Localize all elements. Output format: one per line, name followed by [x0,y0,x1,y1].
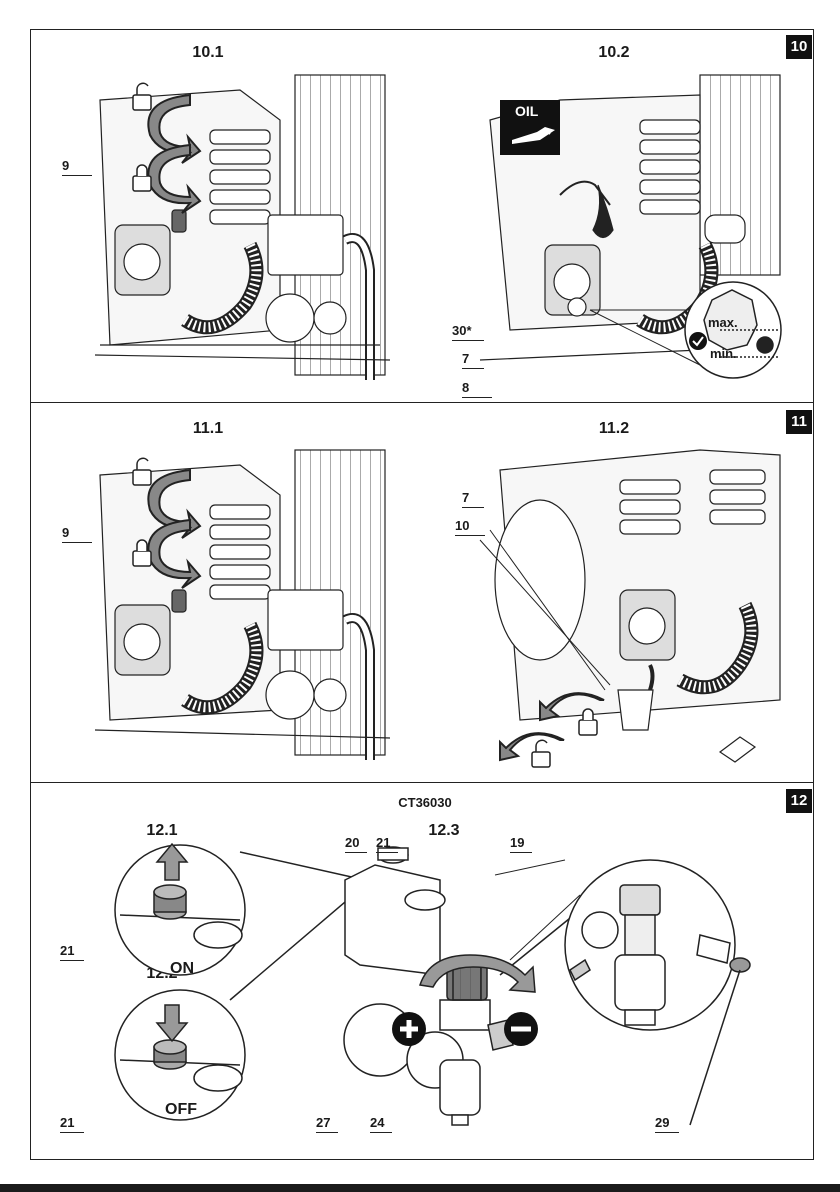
regulator-detail-circle [565,860,750,1125]
callout-7-10-2: 7 [462,351,469,366]
compressor-head-11-1 [95,450,390,760]
oil-max-label: max. [708,315,738,330]
callout-27: 27 [316,1115,330,1130]
callout-10: 10 [455,518,469,533]
callout-7-11-2: 7 [462,490,469,505]
callout-21-on: 21 [60,943,74,958]
callout-21-top: 21 [376,835,390,850]
callout-8: 8 [462,380,469,395]
checkmark-icon [689,332,707,350]
pressure-switch-detail-on [115,845,245,975]
callout-20: 20 [345,835,359,850]
sight-glass-detail [685,282,781,378]
unlock-icon [532,740,550,767]
unlock-icon [133,458,151,485]
switch-on-label: ON [170,960,194,978]
callout-19: 19 [510,835,524,850]
unlock-icon [133,83,151,110]
oil-min-label: min. [710,346,737,361]
callout-9-11-1: 9 [62,525,69,540]
switch-off-label: OFF [165,1101,197,1119]
callout-21-off: 21 [60,1115,74,1130]
callout-30: 30* [452,323,472,338]
callout-9-10-1: 9 [62,158,69,173]
callout-24: 24 [370,1115,384,1130]
oil-label: OIL [515,103,538,119]
callout-29: 29 [655,1115,669,1130]
minus-icon [504,1012,538,1046]
plus-icon [392,1012,426,1046]
compressor-head-10-1 [95,75,390,380]
compressor-11-2 [480,450,780,762]
page-bottom-strip [0,1184,840,1192]
